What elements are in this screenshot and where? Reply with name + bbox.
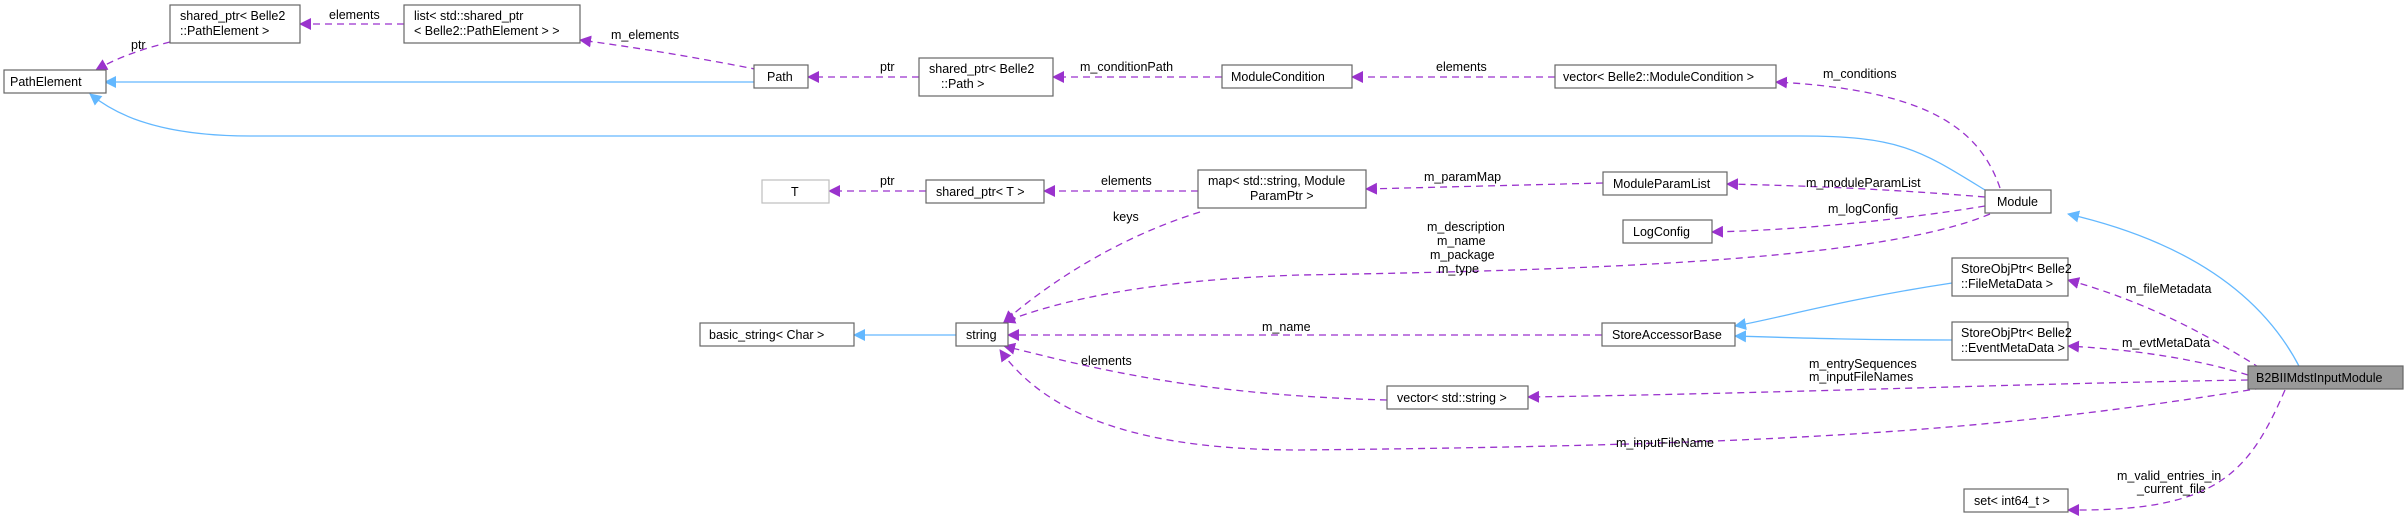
- edge-b2bii-to-evtmeta: [2067, 340, 2249, 376]
- edge-b2bii-to-module: [2067, 210, 2301, 369]
- edge-label-m-filemetadata: m_fileMetadata: [2126, 282, 2212, 296]
- svg-text:set< int64_t >: set< int64_t >: [1974, 494, 2050, 508]
- svg-text:::FileMetaData >: ::FileMetaData >: [1961, 277, 2053, 291]
- svg-text:vector< Belle2::ModuleConditio: vector< Belle2::ModuleCondition >: [1563, 70, 1754, 84]
- edge-label-elements-3: elements: [1101, 174, 1152, 188]
- edge-label-m-inputfilename: m_inputFileName: [1616, 436, 1714, 450]
- svg-text:< Belle2::PathElement > >: < Belle2::PathElement > >: [414, 24, 560, 38]
- svg-text:StoreAccessorBase: StoreAccessorBase: [1612, 328, 1722, 342]
- edge-label-m-name: m_name: [1262, 320, 1311, 334]
- edge-b2bii-to-set: [2067, 389, 2286, 516]
- edge-label-ptr-1: ptr: [131, 38, 146, 52]
- edge-module-to-logconfig: [1711, 205, 1986, 238]
- edge-vectorstring-to-string: [1003, 342, 1388, 401]
- svg-text:vector< std::string >: vector< std::string >: [1397, 391, 1507, 405]
- edge-filemeta-to-storeaccessor: [1734, 282, 1953, 330]
- node-modulecondition: ModuleCondition: [1221, 64, 1353, 89]
- svg-text:::Path >: ::Path >: [941, 77, 984, 91]
- edge-label-m-logconfig: m_logConfig: [1828, 202, 1898, 216]
- svg-text:shared_ptr< T >: shared_ptr< T >: [936, 185, 1025, 199]
- node-map-paramptr: map< std::string, Module ParamPtr >: [1197, 169, 1367, 209]
- node-vector-string: vector< std::string >: [1386, 385, 1529, 410]
- node-basic-string: basic_string< Char >: [699, 322, 855, 347]
- edge-sharedptr-pathelement-ptr: [95, 41, 171, 71]
- edge-label-elements-1: elements: [329, 8, 380, 22]
- node-t: T: [761, 179, 830, 204]
- edge-label-module-string-3: m_package: [1430, 248, 1495, 262]
- edge-label-m-moduleparamlist: m_moduleParamList: [1806, 176, 1921, 190]
- svg-text:list< std::shared_ptr: list< std::shared_ptr: [414, 9, 523, 23]
- edge-label-m-elements: m_elements: [611, 28, 679, 42]
- node-sharedptr-path: shared_ptr< Belle2 ::Path >: [918, 57, 1054, 97]
- node-sharedptr-t: shared_ptr< T >: [925, 179, 1045, 204]
- svg-text:map< std::string, Module: map< std::string, Module: [1208, 174, 1345, 188]
- node-logconfig: LogConfig: [1622, 219, 1713, 244]
- svg-text:string: string: [966, 328, 997, 342]
- edge-label-input-names-2: m_inputFileNames: [1809, 370, 1913, 384]
- edge-label-elements-4: elements: [1081, 354, 1132, 368]
- svg-text:T: T: [791, 185, 799, 199]
- svg-text:shared_ptr< Belle2: shared_ptr< Belle2: [929, 62, 1034, 76]
- node-b2bii-mdst-input-module: B2BIIMdstInputModule: [2247, 365, 2404, 390]
- node-sharedptr-pathelement: shared_ptr< Belle2 ::PathElement >: [169, 4, 301, 44]
- svg-text:ModuleCondition: ModuleCondition: [1231, 70, 1325, 84]
- edge-module-to-vectorcond: [1775, 76, 2001, 189]
- node-storeaccessorbase: StoreAccessorBase: [1601, 322, 1736, 347]
- edge-label-input-names-1: m_entrySequences: [1809, 357, 1917, 371]
- edge-label-module-string-1: m_description: [1427, 220, 1505, 234]
- edge-label-m-evtmetadata: m_evtMetaData: [2122, 336, 2210, 350]
- svg-text:ParamPtr >: ParamPtr >: [1250, 189, 1314, 203]
- svg-text:basic_string< Char >: basic_string< Char >: [709, 328, 824, 342]
- edge-label-valid-entries-1: m_valid_entries_in: [2117, 469, 2221, 483]
- svg-text:StoreObjPtr< Belle2: StoreObjPtr< Belle2: [1961, 326, 2072, 340]
- edge-module-to-paramlist: [1726, 178, 1986, 198]
- edge-b2bii-to-filemeta: [2067, 277, 2261, 369]
- node-storeobjptr-filemetadata: StoreObjPtr< Belle2 ::FileMetaData >: [1951, 257, 2072, 297]
- edge-label-keys: keys: [1113, 210, 1139, 224]
- node-pathelement: PathElement: [3, 69, 107, 94]
- svg-text:StoreObjPtr< Belle2: StoreObjPtr< Belle2: [1961, 262, 2072, 276]
- edge-label-m-parammap: m_paramMap: [1424, 170, 1501, 184]
- edge-label-ptr-2: ptr: [880, 60, 895, 74]
- edge-evtmeta-to-storeaccessor: [1734, 330, 1953, 343]
- node-vector-modulecondition: vector< Belle2::ModuleCondition >: [1554, 64, 1777, 89]
- edge-b2bii-to-vectorstring: [1527, 379, 2249, 403]
- svg-text:Module: Module: [1997, 195, 2038, 209]
- edge-label-valid-entries-2: _current_file: [2136, 482, 2206, 496]
- node-path: Path: [753, 64, 809, 89]
- edge-label-m-conditions: m_conditions: [1823, 67, 1897, 81]
- node-storeobjptr-eventmetadata: StoreObjPtr< Belle2 ::EventMetaData >: [1951, 321, 2072, 361]
- svg-text:Path: Path: [767, 70, 793, 84]
- svg-text:::PathElement >: ::PathElement >: [180, 24, 269, 38]
- node-moduleparamlist: ModuleParamList: [1602, 171, 1728, 196]
- edge-label-elements-2: elements: [1436, 60, 1487, 74]
- edge-label-module-string-2: m_name: [1437, 234, 1486, 248]
- svg-text:B2BIIMdstInputModule: B2BIIMdstInputModule: [2256, 371, 2383, 385]
- svg-text:shared_ptr< Belle2: shared_ptr< Belle2: [180, 9, 285, 23]
- svg-text:LogConfig: LogConfig: [1633, 225, 1690, 239]
- node-set-int64: set< int64_t >: [1963, 488, 2069, 513]
- svg-text:PathElement: PathElement: [10, 75, 82, 89]
- edge-map-to-string-keys: [1003, 211, 1201, 323]
- edge-b2bii-to-string-inputfilename: [999, 349, 2263, 451]
- edge-module-to-string: [1003, 213, 1991, 324]
- edge-paramlist-to-map: [1365, 182, 1604, 195]
- svg-text:::EventMetaData >: ::EventMetaData >: [1961, 341, 2065, 355]
- edge-label-module-string-4: m_type: [1438, 262, 1479, 276]
- node-string: string: [955, 322, 1009, 347]
- edge-module-to-pathelement: [89, 93, 1986, 191]
- edge-path-to-list: [579, 35, 771, 73]
- node-module: Module: [1984, 189, 2052, 214]
- edge-label-ptr-3: ptr: [880, 174, 895, 188]
- edge-label-m-conditionpath: m_conditionPath: [1080, 60, 1173, 74]
- node-list-sharedptr: list< std::shared_ptr < Belle2::PathElem…: [403, 4, 581, 44]
- svg-text:ModuleParamList: ModuleParamList: [1613, 177, 1711, 191]
